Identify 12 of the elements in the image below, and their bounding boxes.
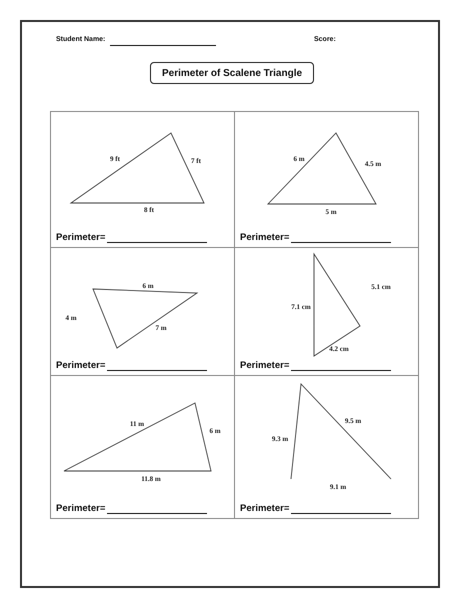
perimeter-label: Perimeter= [240, 232, 290, 243]
perimeter-label: Perimeter= [56, 232, 106, 243]
worksheet-panel [50, 375, 235, 519]
worksheet-panel [234, 111, 419, 248]
title-text: Perimeter of Scalene Triangle [162, 68, 302, 78]
perimeter-label: Perimeter= [56, 503, 106, 514]
perimeter-label: Perimeter= [240, 503, 290, 514]
worksheet-panel [50, 111, 235, 248]
perimeter-label: Perimeter= [56, 360, 106, 371]
perimeter-label: Perimeter= [240, 360, 290, 371]
title-box [150, 62, 314, 84]
worksheet-panel [234, 375, 419, 519]
